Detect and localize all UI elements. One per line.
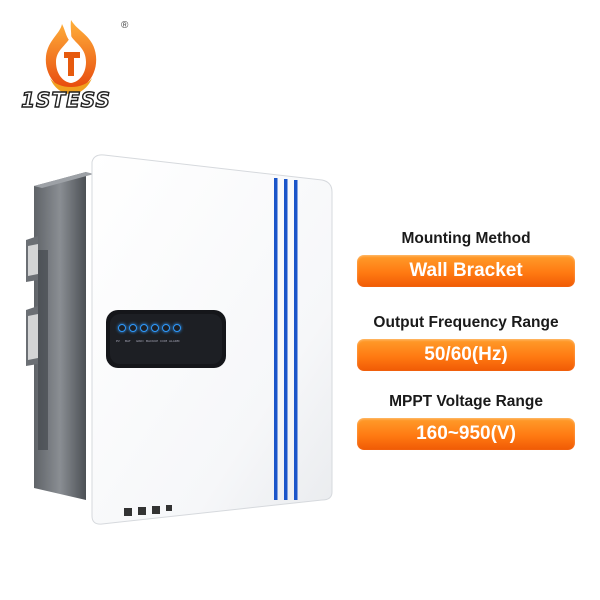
backup-indicator-icon xyxy=(151,324,159,332)
panel-label-com: COM xyxy=(160,339,168,343)
panel-label-grid: GRID xyxy=(136,339,144,343)
brand-logo: ® xyxy=(14,10,128,115)
spec-value-mounting-method: Wall Bracket xyxy=(357,255,575,287)
spec-title-mppt-voltage: MPPT Voltage Range xyxy=(389,393,543,410)
panel-label-pv: PV xyxy=(116,339,120,343)
panel-label-backup: BACKUP xyxy=(146,339,159,343)
alarm-indicator-icon xyxy=(173,324,181,332)
registered-mark: ® xyxy=(121,20,129,31)
spec-value-mppt-voltage: 160~950(V) xyxy=(357,418,575,450)
spec-title-mounting-method: Mounting Method xyxy=(401,230,531,247)
spec-title-output-frequency: Output Frequency Range xyxy=(373,314,559,331)
panel-label-alarm: ALARM xyxy=(169,339,180,343)
brand-name: 1STESS xyxy=(20,87,111,112)
grid-indicator-icon xyxy=(140,324,148,332)
pv-indicator-icon xyxy=(118,324,126,332)
com-indicator-icon xyxy=(162,324,170,332)
inverter-product-image: PV BAT GRID BACKUP COM ALARM xyxy=(24,150,344,530)
flame-logo-icon xyxy=(45,20,97,94)
bat-indicator-icon xyxy=(129,324,137,332)
inverter-illustration xyxy=(26,154,333,525)
spec-value-output-frequency: 50/60(Hz) xyxy=(357,339,575,371)
panel-label-bat: BAT xyxy=(125,339,131,343)
